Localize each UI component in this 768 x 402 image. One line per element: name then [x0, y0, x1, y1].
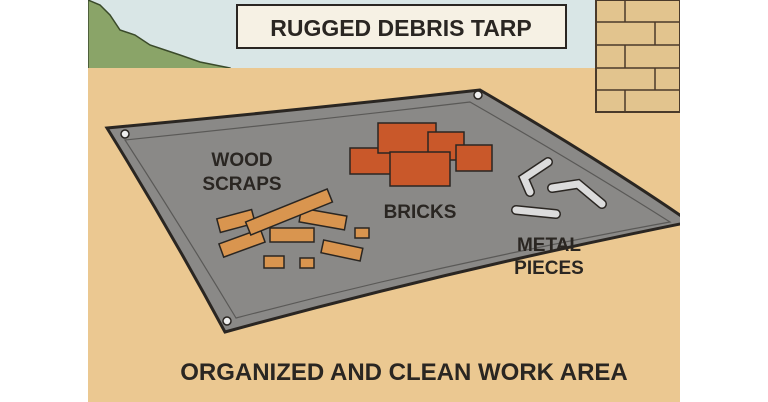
label-metal-line2: PIECES	[514, 258, 584, 279]
label-wood-line1: WOOD	[211, 150, 272, 171]
brick-wall	[595, 0, 680, 113]
label-wood-line2: SCRAPS	[202, 174, 281, 195]
label-bricks: BRICKS	[384, 202, 457, 223]
title-banner: RUGGED DEBRIS TARP	[236, 4, 567, 49]
title-text: RUGGED DEBRIS TARP	[270, 15, 532, 41]
label-metal-line1: METAL	[517, 235, 581, 256]
metal-pieces	[511, 157, 607, 219]
bricks-pile	[349, 122, 493, 187]
caption-text: ORGANIZED AND CLEAN WORK AREA	[180, 359, 628, 386]
wood-scraps	[215, 188, 370, 269]
tarp	[104, 88, 680, 334]
